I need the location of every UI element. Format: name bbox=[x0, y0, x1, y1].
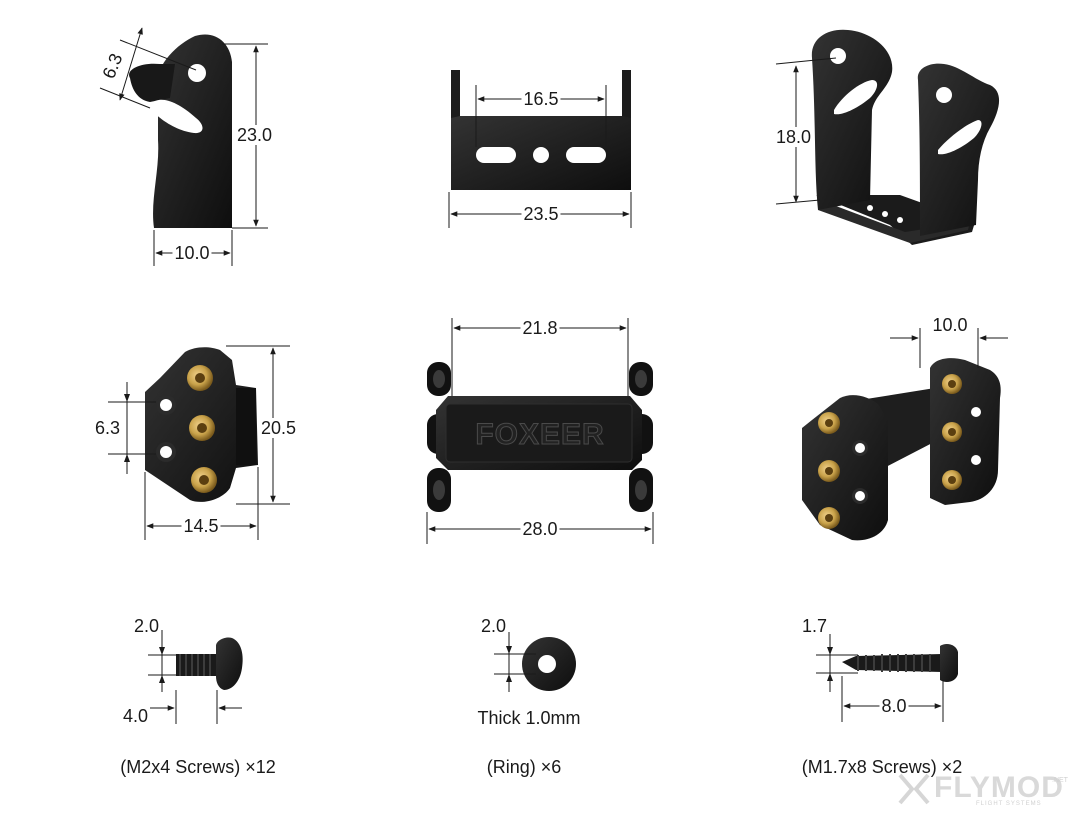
flymod-watermark: FLYMOD .NET FLIGHT SYSTEMS bbox=[896, 771, 1068, 809]
flymod-x-logo-icon bbox=[898, 773, 930, 805]
dim-p5-inner: 21.8 bbox=[520, 318, 560, 338]
dim-p5-outer: 28.0 bbox=[520, 519, 560, 539]
part-side-hook bbox=[99, 27, 268, 266]
dim-p4-width: 14.5 bbox=[181, 516, 221, 536]
watermark-net: .NET bbox=[1052, 777, 1068, 784]
part-angled-bracket bbox=[802, 328, 1008, 541]
dim-p4-hole-spacing: 6.3 bbox=[95, 418, 121, 438]
part-u-bracket-front bbox=[448, 70, 632, 228]
part-m2x4-screw bbox=[148, 630, 243, 724]
dim-screw2-diameter: 1.7 bbox=[802, 616, 828, 636]
dim-p1-width: 10.0 bbox=[172, 243, 212, 263]
part-insert-plate bbox=[108, 345, 290, 540]
watermark-subtitle: FLIGHT SYSTEMS bbox=[976, 801, 1042, 807]
dim-screw2-length: 8.0 bbox=[879, 696, 909, 716]
part-m17x8-screw bbox=[816, 634, 958, 722]
part-foxeer-block bbox=[426, 318, 654, 544]
dim-p2-outer: 23.5 bbox=[521, 204, 561, 224]
dim-p1-height: 23.0 bbox=[235, 125, 275, 145]
caption-m17x8-screws: (M1.7x8 Screws) ×2 bbox=[801, 757, 963, 777]
dim-p3-height: 18.0 bbox=[774, 127, 814, 147]
dim-p6-width: 10.0 bbox=[932, 315, 968, 335]
part-ring bbox=[494, 632, 576, 692]
dim-p2-inner: 16.5 bbox=[521, 89, 561, 109]
dim-screw1-diameter: 2.0 bbox=[134, 616, 160, 636]
caption-ring: (Ring) ×6 bbox=[486, 757, 562, 777]
dim-ring-diameter: 2.0 bbox=[481, 616, 507, 636]
watermark-brand: FLYMOD bbox=[934, 771, 1064, 804]
dim-p4-height: 20.5 bbox=[259, 418, 299, 438]
caption-m2x4-screws: (M2x4 Screws) ×12 bbox=[120, 757, 276, 777]
dim-screw1-length: 4.0 bbox=[123, 706, 149, 726]
brand-embossed-text: FOXEER bbox=[475, 418, 604, 451]
ring-thickness-label: Thick 1.0mm bbox=[477, 708, 581, 728]
part-u-bracket-iso bbox=[775, 29, 1000, 245]
